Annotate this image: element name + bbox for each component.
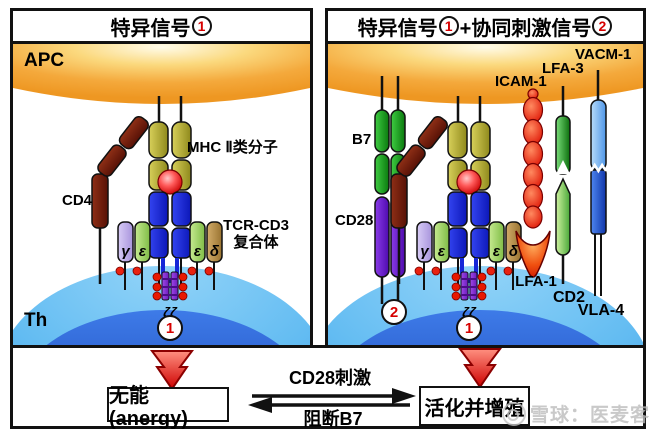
mhc-ii-label: MHC Ⅱ类分子 — [187, 139, 278, 156]
cd28-label: CD28 — [335, 212, 374, 229]
lfa1-label: LFA-1 — [515, 273, 557, 290]
panel-signal1-title: 特异信号 — [110, 17, 191, 40]
vacm1-label: VACM-1 — [575, 46, 632, 63]
cd28-stimulation-label: CD28刺激 — [288, 368, 372, 388]
watermark: 雪球：医麦客 — [502, 400, 650, 427]
cd4-label: CD4 — [62, 192, 93, 209]
tcr-cd3-label-line2: 复合体 — [233, 234, 279, 252]
snowball-logo-icon — [502, 401, 526, 426]
tcr-cd3-label: TCR-CD3 复合体 — [222, 217, 290, 252]
apc-cell-label: APC — [24, 50, 65, 71]
panel2-title-part1: 特异信号 — [357, 17, 438, 40]
circled-1-icon: 1 — [438, 16, 459, 36]
tcr-cd3-label-line1: TCR-CD3 — [223, 217, 289, 234]
vla4-label: VLA-4 — [577, 302, 625, 319]
panel-signal1-header: 特异信号 1 — [13, 11, 310, 44]
circled-1-icon: 1 — [191, 16, 212, 36]
watermark-text: 雪球：医麦客 — [530, 405, 651, 426]
th-cell-label: Th — [24, 310, 48, 331]
panel2-title-part2: +协同刺激信号 — [459, 17, 592, 40]
signal1-badge-left: 1 — [157, 315, 183, 341]
anergy-outcome-box: 无能(anergy) — [107, 385, 229, 430]
circled-2-icon: 2 — [592, 16, 613, 36]
icam1-label: ICAM-1 — [495, 73, 547, 90]
panel-signal2-header: 特异信号 1 +协同刺激信号 2 — [328, 11, 643, 44]
block-b7-label: 阻断B7 — [303, 409, 363, 429]
signal2-badge: 2 — [381, 299, 407, 325]
b7-label: B7 — [352, 131, 372, 148]
signal1-badge-right: 1 — [456, 315, 482, 341]
